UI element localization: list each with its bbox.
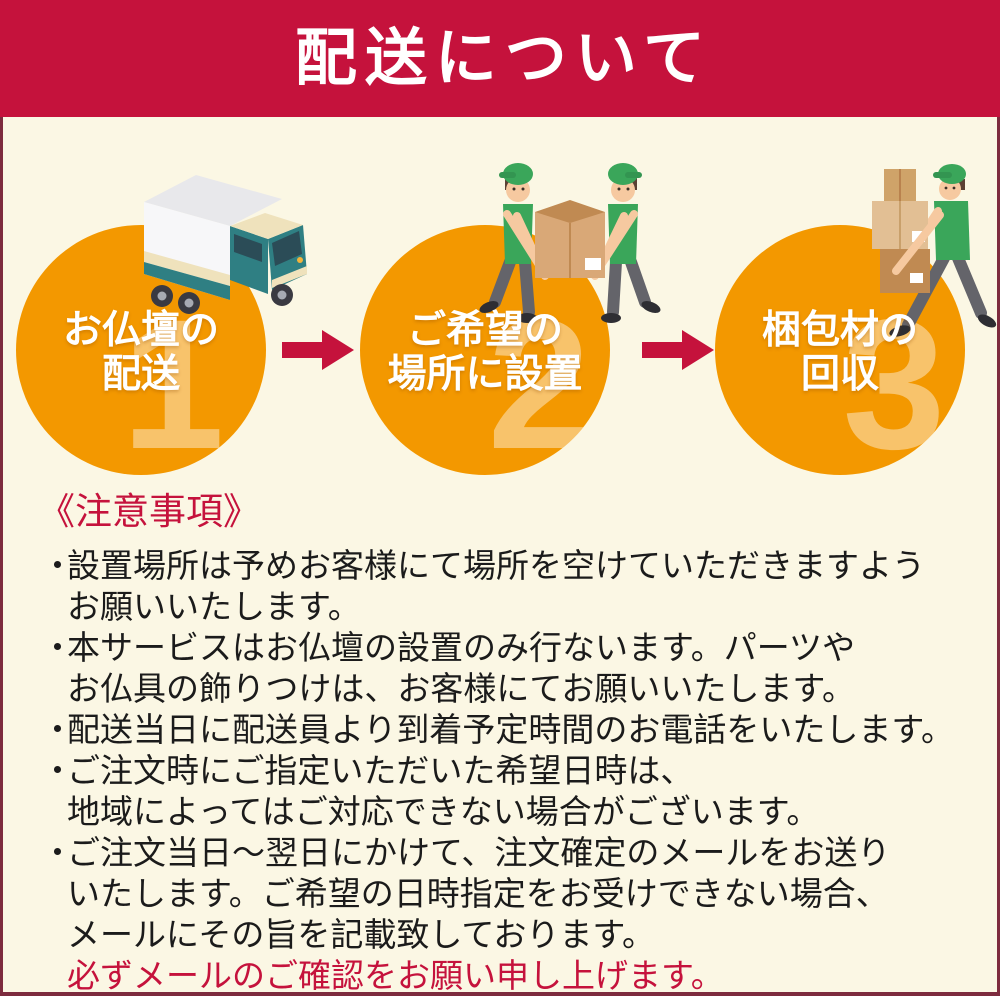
truck-cargo-box: [144, 175, 282, 300]
step-number-1: 1: [121, 282, 225, 476]
step-label-1: お仏壇の 配送: [62, 309, 219, 396]
bullet: ・: [41, 752, 74, 789]
note-line: ・ ご注文時にご指定いただいた希望日時は、: [41, 752, 694, 789]
note-highlight: 必ずメールのご確認をお願い申し上げます。: [67, 957, 724, 994]
note-line: ・ 設置場所は予めお客様にて場所を空けていただきますよう: [41, 547, 925, 584]
note-line: ・ 配送当日に配送員より到着予定時間のお電話をいたします。: [41, 711, 955, 748]
page-title: 配送について: [294, 23, 714, 93]
note-line: ・ 本サービスはお仏壇の設置のみ行ないます。パーツや: [41, 629, 856, 666]
step-number-3: 3: [842, 282, 946, 476]
note-line: 地域によってはご対応できない場合がございます。: [67, 793, 820, 830]
truck-wheels: [151, 285, 200, 314]
truck-cab: [230, 213, 307, 294]
worker-right: [591, 163, 661, 323]
note-line: いたします。ご希望の日時指定をお受けできない場合、: [67, 875, 889, 912]
worker-carrying-boxes-icon: [872, 164, 997, 337]
note-line: メールにその旨を記載致しております。: [67, 916, 656, 953]
arrow-right-icon-1: [282, 330, 354, 370]
bullet: ・: [41, 629, 74, 666]
note-line: お願いいたします。: [67, 588, 361, 625]
cardboard-box: [535, 200, 605, 278]
bullet: ・: [41, 711, 74, 748]
bullet: ・: [41, 547, 74, 584]
step-circle-2: 2: [360, 225, 610, 475]
worker-left: [479, 163, 549, 323]
arrow-right-icon-2: [642, 330, 714, 370]
step-label-2: ご希望の 場所に設置: [387, 309, 583, 396]
delivery-truck-icon: [144, 175, 307, 314]
packing-boxes-stack: [872, 169, 944, 293]
bullet: ・: [41, 834, 74, 871]
notes-title: 《注意事項》: [38, 491, 260, 532]
banner: 配送について: [0, 0, 1000, 117]
two-workers-carrying-box-icon: [479, 163, 661, 323]
truck-front-wheel: [271, 284, 293, 306]
step-number-2: 2: [487, 282, 591, 476]
content-area: 1: [0, 117, 1000, 996]
notes-section: 《注意事項》 ・ 設置場所は予めお客様にて場所を空けていただきますよう お願いい…: [38, 490, 973, 996]
step-label-3: 梱包材の 回収: [761, 309, 918, 396]
note-line: ・ ご注文当日〜翌日にかけて、注文確定のメールをお送り: [41, 834, 891, 871]
note-line: お仏具の飾りつけは、お客様にてお願いいたします。: [67, 670, 856, 707]
